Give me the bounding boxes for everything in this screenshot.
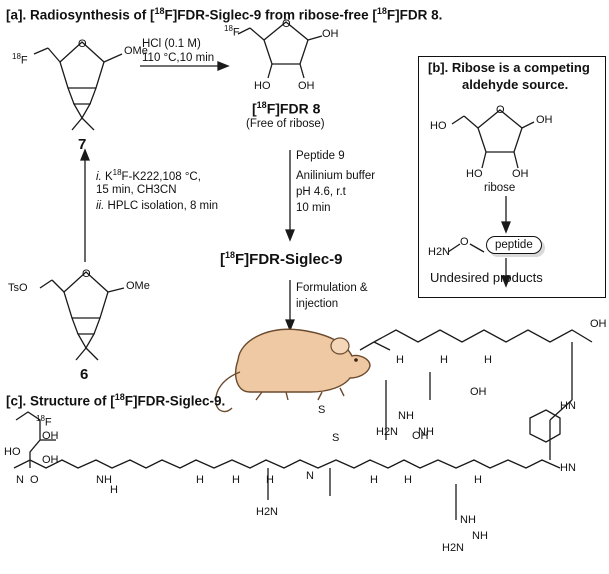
label-h-7: H xyxy=(396,354,404,366)
label-oh-8: OH xyxy=(322,28,339,40)
label-h2n-arg: H2N xyxy=(442,542,465,554)
label-h-1: H xyxy=(196,474,204,486)
condition-hcl-1: HCl (0.1 M) xyxy=(142,38,201,50)
label-o-ribose: O xyxy=(496,104,505,116)
condition-anil-1: Anilinium buffer xyxy=(296,170,376,182)
panel-b-box xyxy=(418,56,606,298)
label-nh2-guan: NH xyxy=(418,426,434,438)
label-h-9: H xyxy=(484,354,492,366)
label-o-6: O xyxy=(82,268,91,280)
label-ho-8: HO xyxy=(254,80,271,92)
label-oh-thr: OH xyxy=(412,430,429,442)
label-nh-1: NH xyxy=(96,474,112,486)
label-h2n-terminal: H2N xyxy=(256,506,279,518)
condition-k18f-1: i. K18F-K222,108 °C, xyxy=(96,168,201,183)
label-h-3: H xyxy=(266,474,274,486)
siglec-peptide-backbone xyxy=(13,329,593,520)
label-oh-ribose-2: OH xyxy=(512,168,529,180)
condition-k18f-2: 15 min, CH3CN xyxy=(96,184,177,196)
label-h-6: H xyxy=(474,474,482,486)
label-f18-7: 18F xyxy=(12,52,28,67)
mouse-feet xyxy=(255,387,345,401)
label-o-8: O xyxy=(282,18,291,30)
label-h2n-b: H2N xyxy=(428,246,451,258)
condition-form-2: injection xyxy=(296,298,339,310)
condition-peptide: Peptide 9 xyxy=(296,150,345,162)
label-h-8: H xyxy=(440,354,448,366)
label-ho-ribose: HO xyxy=(430,120,447,132)
label-oh-8b: OH xyxy=(298,80,315,92)
condition-anil-3: 10 min xyxy=(296,202,331,214)
condition-hcl-2: 110 °C,10 min xyxy=(142,52,215,64)
compound-7-skeleton xyxy=(33,41,123,131)
label-h-4: H xyxy=(370,474,378,486)
label-hn-arg: NH xyxy=(472,530,488,542)
panel-a-title: [a]. Radiosynthesis of [18F]FDR-Siglec-9… xyxy=(6,6,443,23)
compound-8-skeleton xyxy=(237,21,323,79)
label-nh-arg: NH xyxy=(460,514,476,526)
label-ho-ribose-2: HO xyxy=(466,168,483,180)
label-h-5: H xyxy=(404,474,412,486)
label-f18-c: 18F xyxy=(36,414,52,429)
label-n-pro: N xyxy=(306,470,314,482)
label-s2: S xyxy=(332,432,340,444)
label-f18-8: 18F xyxy=(224,24,240,39)
peptide-tag: peptide xyxy=(486,236,542,254)
condition-k18f-3: ii. HPLC isolation, 8 min xyxy=(96,200,219,212)
panel-b-title-2: aldehyde source. xyxy=(462,77,569,92)
final-product-title: [18F]FDR-Siglec-9 xyxy=(220,250,343,268)
label-ome-6: OMe xyxy=(126,280,150,292)
label-oh-a: OH xyxy=(42,430,59,442)
label-ome-7: OMe xyxy=(124,45,148,57)
mouse-eye xyxy=(354,358,358,362)
label-o-7: O xyxy=(78,38,87,50)
label-n-oxime: N xyxy=(16,474,24,486)
compound-8-title: [18F]FDR 8 xyxy=(252,100,321,117)
undesired-products: Undesired products xyxy=(430,270,543,285)
label-oh-b: OH xyxy=(42,454,59,466)
condition-form-1: Formulation & xyxy=(296,282,368,294)
label-o-oxime: O xyxy=(30,474,39,486)
label-h-0: H xyxy=(110,484,118,496)
mouse-ear xyxy=(330,337,350,355)
label-tso: TsO xyxy=(8,282,28,294)
ribose-label: ribose xyxy=(484,182,516,194)
label-h-2: H xyxy=(232,474,240,486)
panel-c-title: [c]. Structure of [18F]FDR-Siglec-9. xyxy=(6,392,226,409)
condition-anil-2: pH 4.6, r.t xyxy=(296,186,346,198)
label-hn-indole: HN xyxy=(560,462,576,474)
label-hn-trp: HN xyxy=(560,400,576,412)
mouse-tail xyxy=(215,371,241,413)
label-nh-guan: NH xyxy=(398,410,414,422)
compound-8-note: (Free of ribose) xyxy=(246,118,325,130)
label-o-b: O xyxy=(460,236,469,248)
compound-6-number: 6 xyxy=(80,366,89,383)
label-ho-a: HO xyxy=(4,446,21,458)
label-s1: S xyxy=(318,404,326,416)
label-oh-top: OH xyxy=(590,318,607,330)
compound-6-skeleton xyxy=(39,271,125,361)
label-oh-ribose: OH xyxy=(536,114,553,126)
mouse-body xyxy=(234,328,371,393)
ribose-skeleton xyxy=(451,109,535,169)
label-h2n-guan: H2N xyxy=(376,426,399,438)
compound-7-number: 7 xyxy=(78,136,87,153)
label-oh-ser: OH xyxy=(470,386,487,398)
panel-b-title-1: [b]. Ribose is a competing xyxy=(428,60,590,75)
